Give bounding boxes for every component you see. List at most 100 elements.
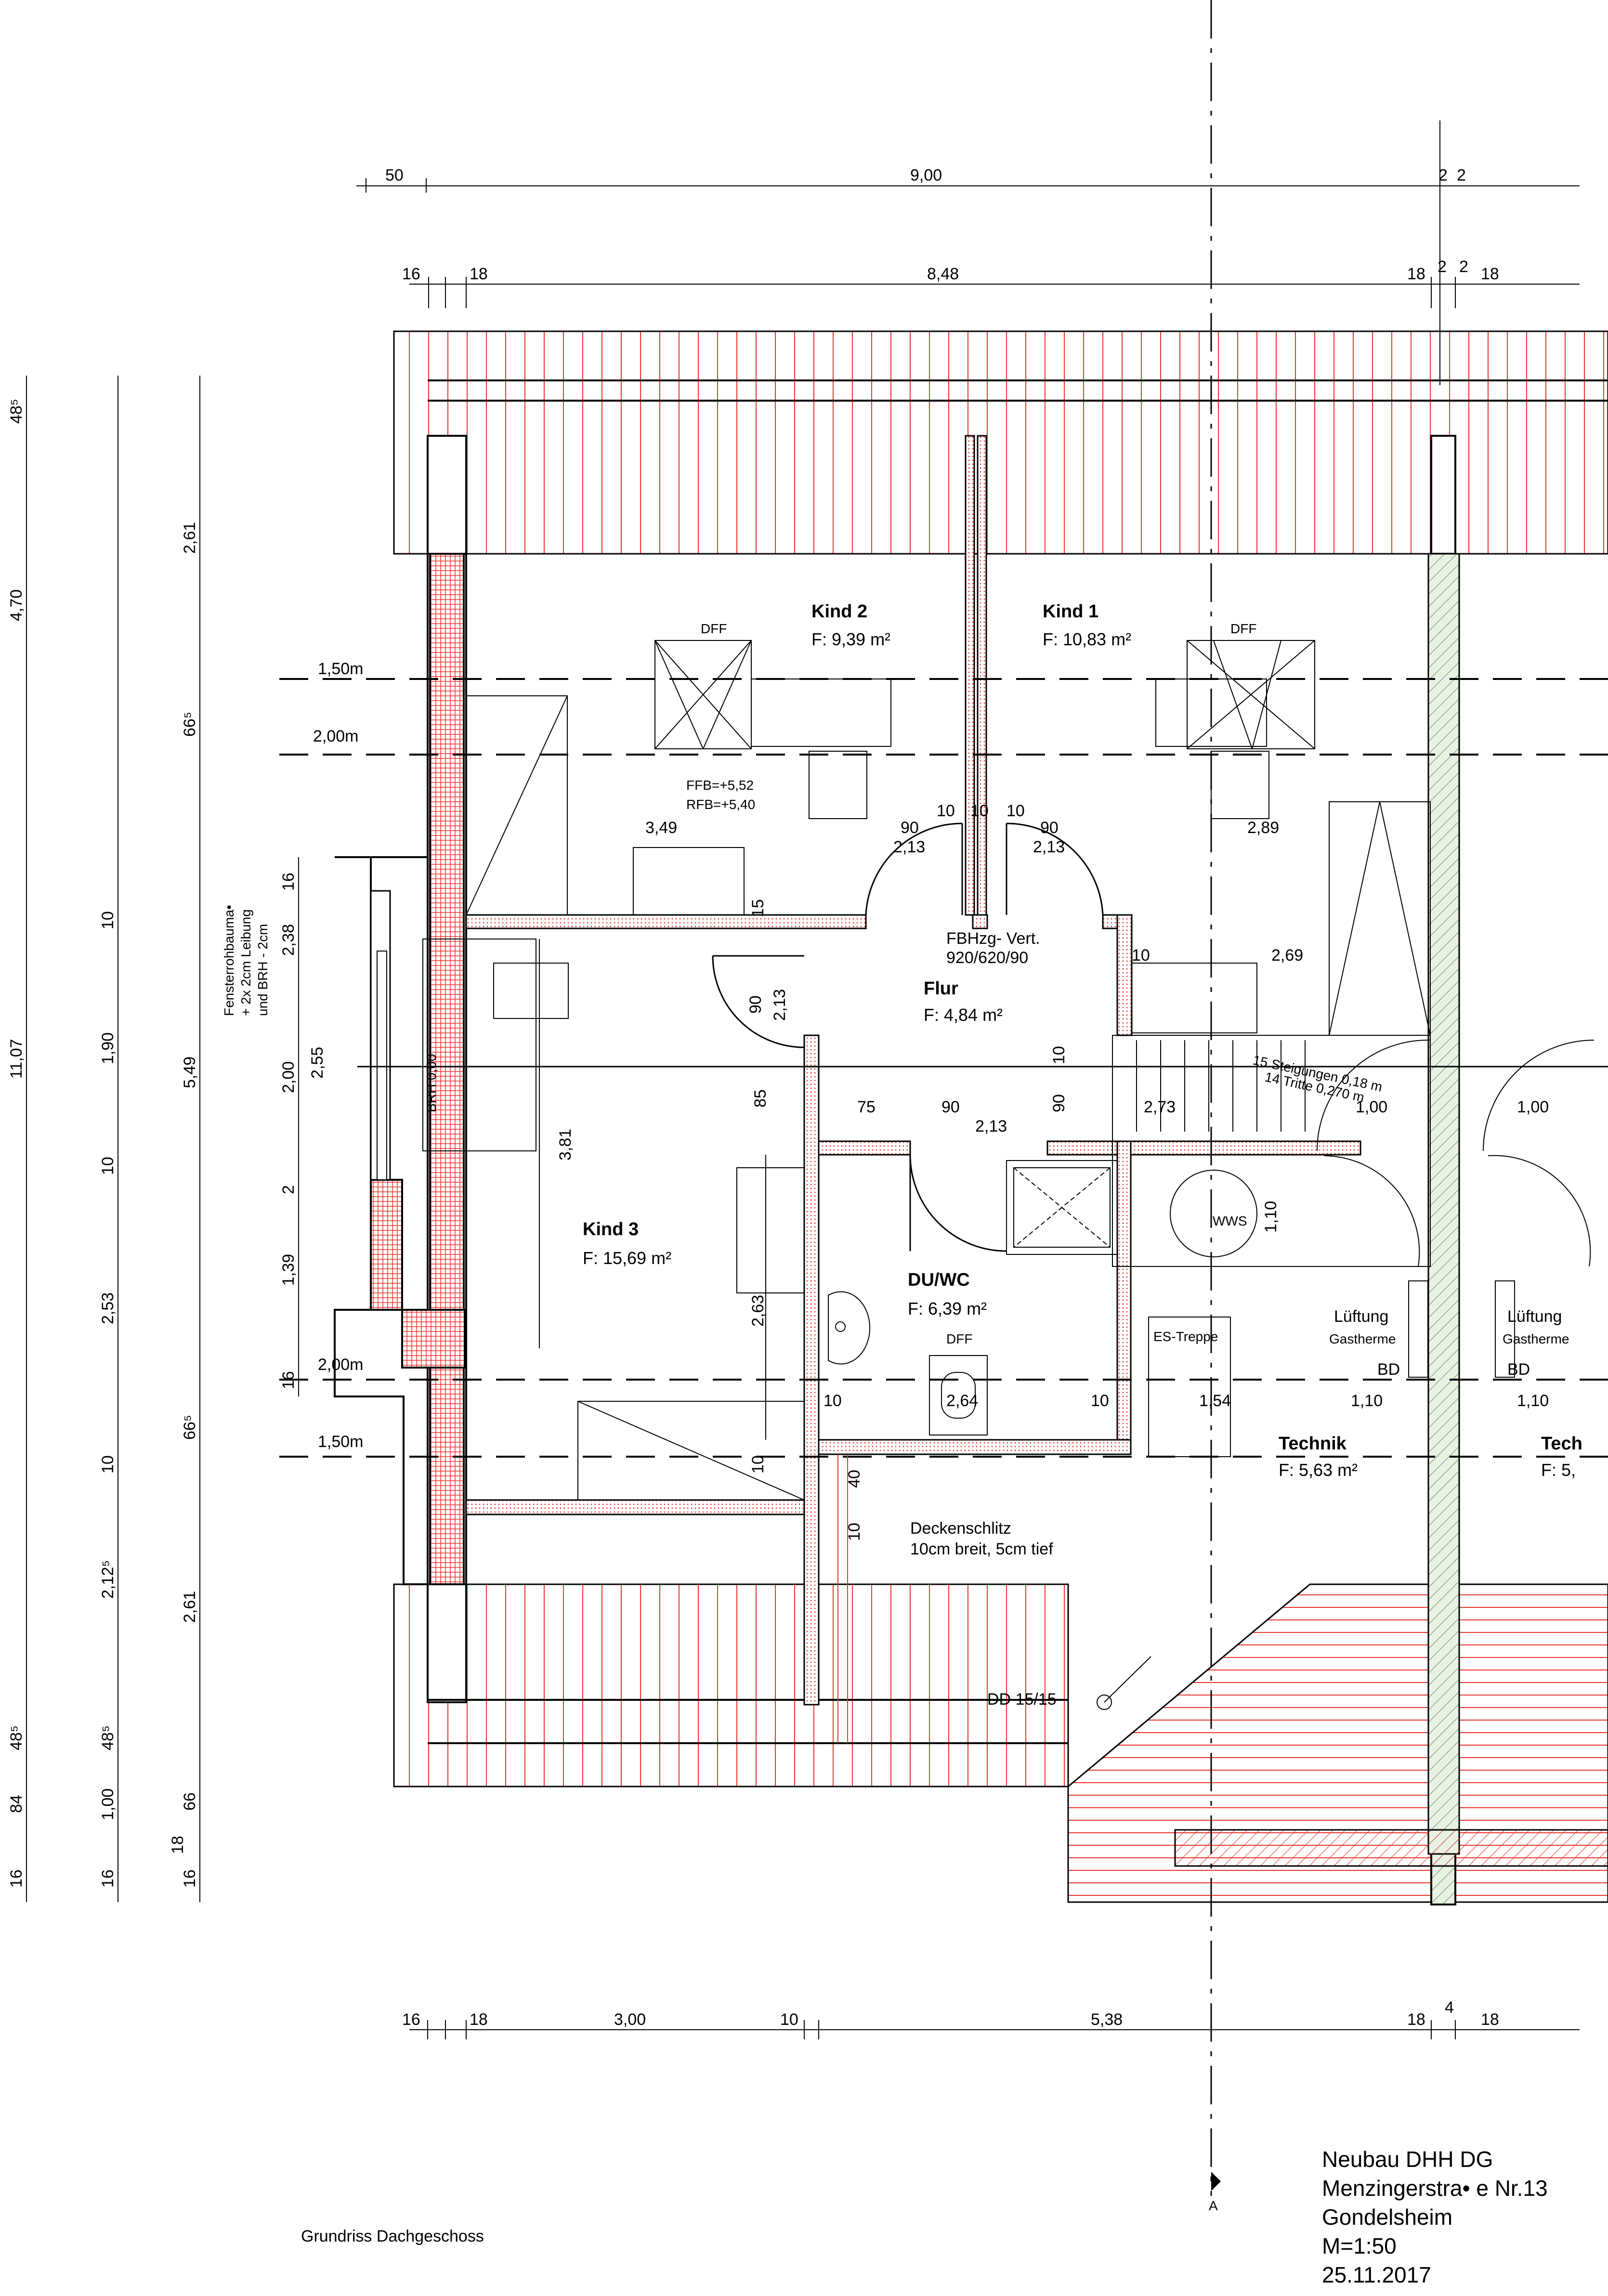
room-area-technik: F: 5,63 m² [1279, 1460, 1358, 1480]
bd-label: BD [1507, 1360, 1530, 1379]
window-note-line: Fensterrohbauma• [222, 905, 236, 1016]
dim: 16 [279, 1371, 298, 1389]
dim: 2,13 [893, 838, 925, 856]
dim: 10 [99, 1157, 117, 1175]
dim: 10 [824, 1392, 842, 1410]
room-area-duwc: F: 6,39 m² [908, 1299, 987, 1318]
dim: 2,53 [99, 1292, 117, 1324]
deckenschlitz-label: Deckenschlitz [910, 1519, 1011, 1538]
dim: 16 [99, 1869, 117, 1888]
dim: 1,00 [99, 1788, 117, 1820]
title-line: M=1:50 [1322, 2233, 1397, 2258]
es-treppe-label: ES-Treppe [1153, 1329, 1218, 1344]
dim: 18 [1407, 265, 1425, 283]
dim: 2 [1457, 166, 1466, 184]
dim: 2,38 [279, 924, 298, 956]
dim: 11,07 [7, 1039, 26, 1079]
dff-label: DFF [701, 621, 727, 636]
dim: 3,49 [645, 819, 677, 837]
dim: 2,13 [771, 989, 789, 1021]
room-area-kind2: F: 9,39 m² [811, 629, 890, 649]
dim: 75 [857, 1098, 876, 1116]
dim: 50 [385, 166, 404, 184]
fbhzg-label: 920/620/90 [946, 949, 1028, 967]
dim: 2,69 [1271, 946, 1303, 965]
dim: 4,70 [7, 589, 26, 621]
height-label: 1,50m [318, 660, 364, 678]
dim: 2,63 [749, 1295, 767, 1327]
section-axis: A [357, 0, 1608, 2213]
dim: 3,00 [614, 2010, 646, 2029]
title-line: Menzingerstra• e Nr.13 [1322, 2176, 1548, 2201]
shaft [1174, 553, 1608, 1867]
room-dimensions: 3,49 90 2,13 10 10 90 2,13 10 2,89 10 2,… [279, 802, 1549, 1541]
room-name-technik: Technik [1279, 1434, 1347, 1454]
dim: 16 [279, 873, 298, 891]
roof-top [393, 330, 1608, 555]
dim: 48⁵ [7, 1725, 26, 1750]
dim: 8,48 [927, 265, 959, 283]
dim: 18 [1481, 2010, 1499, 2029]
window-note: Fensterrohbauma• + 2x 2cm Leibung und BR… [222, 905, 270, 1016]
room-area-flur: F: 4,84 m² [924, 1005, 1003, 1025]
dim: 2,61 [181, 1591, 199, 1623]
dim: 9,00 [910, 166, 942, 184]
dim: 3,81 [556, 1129, 575, 1161]
dim: 16 [402, 265, 420, 283]
height-label: 2,00m [318, 1356, 364, 1374]
roof-bottom [393, 1583, 1608, 1903]
dim: 10 [1007, 802, 1025, 820]
dim: 90 [941, 1098, 960, 1116]
dim: 48⁵ [99, 1725, 117, 1750]
dim: 85 [751, 1089, 770, 1108]
window-note-line: und BRH - 2cm [255, 924, 270, 1016]
section-label: A [1209, 2198, 1218, 2213]
doors [712, 822, 1104, 1252]
title-block: Neubau DHH DG Menzingerstra• e Nr.13 Gon… [1322, 2147, 1548, 2287]
room-name-kind2: Kind 2 [811, 601, 867, 622]
room-area-kind3: F: 15,69 m² [583, 1248, 671, 1268]
dim: 2,00 [279, 1061, 298, 1093]
dim: 15 [749, 899, 767, 917]
brh-label: BRH 0,00 [424, 1054, 439, 1112]
dim: 2,73 [1144, 1098, 1176, 1116]
dim: 2,64 [946, 1392, 978, 1410]
bottom-dimensions: 16 18 3,00 10 5,38 18 4 18 [402, 1998, 1499, 2029]
dim: 18 [470, 2010, 488, 2029]
caption: Grundriss Dachgeschoss [301, 2227, 484, 2245]
dim: 1,39 [279, 1254, 298, 1286]
dimension-lines [26, 120, 1580, 2039]
lueftung-label: Lüftung [1334, 1307, 1388, 1326]
dim: 4 [1445, 1998, 1454, 2017]
room-name-technik2: Tech [1541, 1434, 1582, 1454]
title-line: Gondelsheim [1322, 2205, 1452, 2230]
room-name-flur: Flur [924, 978, 958, 999]
dim: 66⁵ [181, 1415, 199, 1440]
dff-label: DFF [946, 1331, 972, 1346]
left-dimensions-mid: 10 1,90 10 2,53 10 2,12⁵ 48⁵ 1,00 16 [99, 911, 117, 1888]
dim: 1,00 [1517, 1098, 1549, 1116]
dim: 10 [970, 802, 989, 820]
dim: 10 [749, 1455, 767, 1474]
dim: 90 [1050, 1094, 1068, 1112]
rfb-label: RFB=+5,40 [686, 797, 755, 812]
height-label: 2,00m [313, 727, 359, 745]
dim: 2 [1438, 258, 1447, 276]
dim: 10 [1050, 1046, 1068, 1064]
dim: 2,89 [1247, 819, 1279, 837]
dim: 48⁵ [7, 399, 26, 424]
dim: 2 [1459, 258, 1468, 276]
title-line: 25.11.2017 [1322, 2262, 1431, 2287]
window-note-line: + 2x 2cm Leibung [238, 909, 253, 1016]
dim: 16 [181, 1869, 199, 1888]
furniture [422, 640, 1595, 1743]
gastherme-label: Gastherme [1503, 1331, 1569, 1346]
dim: 18 [1407, 2010, 1425, 2029]
dim: 84 [7, 1795, 26, 1813]
dim: 10 [1091, 1392, 1109, 1410]
title-line: Neubau DHH DG [1322, 2147, 1493, 2172]
plan-labels: DFF DFF DFF FFB=+5,52 RFB=+5,40 FBHzg- V… [424, 621, 1569, 1709]
dim: 2,12⁵ [99, 1560, 117, 1599]
top-dimensions: 50 9,00 2 2 16 18 8,48 18 2 2 18 [385, 166, 1499, 283]
dim: 90 [901, 819, 919, 837]
